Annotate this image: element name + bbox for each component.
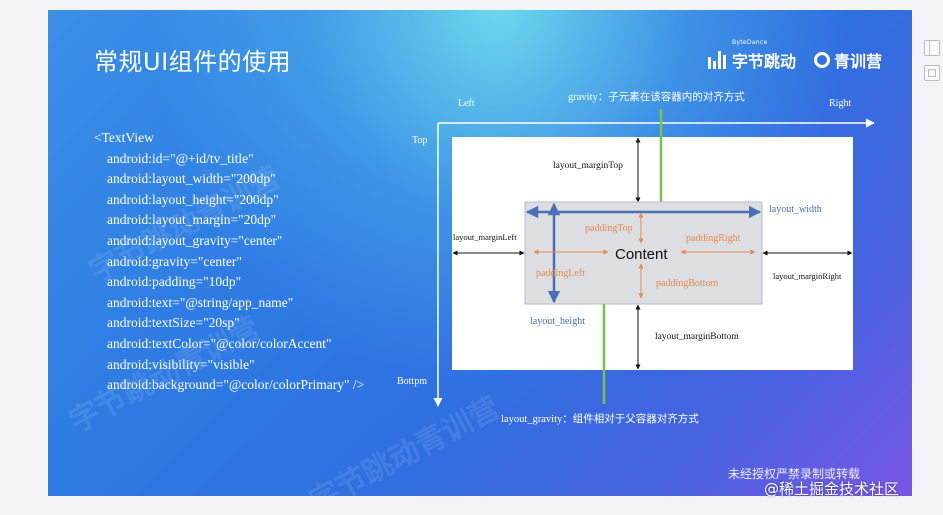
axis-bottom-label: Bottpm (397, 376, 427, 387)
bytedance-logo-icon (708, 51, 726, 69)
copyright-notice: 未经授权严禁录制或转载 (728, 467, 861, 481)
padding-bottom-label: paddingBottom (656, 278, 718, 289)
axis-right-label: Right (829, 98, 851, 109)
layout-diagram: Left Right Top Bottpm gravity：子元素在该容器内的对… (397, 90, 875, 425)
slide-title: 常规UI组件的使用 (94, 48, 292, 76)
layout-margin-left-label: layout_marginLeft (453, 232, 517, 242)
layout-gravity-title: layout_gravity：组件相对于父容器对齐方式 (501, 412, 699, 425)
code-line: android:layout_margin="20dp" (107, 212, 277, 228)
bytedance-logo: ByteDance 字节跳动 (708, 39, 797, 72)
code-line: android:layout_height="200dp" (107, 191, 279, 207)
code-line: android:padding="10dp" (107, 274, 242, 290)
code-line: android:textColor="@color/colorAccent" (107, 335, 332, 351)
layout-margin-right-label: layout_marginRight (773, 271, 842, 281)
code-line: android:layout_gravity="center" (107, 232, 283, 248)
code-line: android:textSize="20sp" (107, 315, 240, 331)
expand-icon[interactable] (924, 65, 940, 81)
layout-width-label: layout_width (769, 204, 822, 215)
axis-left-label: Left (458, 98, 475, 109)
layout-margin-bottom-label: layout_marginBottom (655, 332, 739, 342)
code-line: <TextView (94, 130, 154, 145)
code-line: android:layout_width="200dp" (107, 171, 276, 187)
youth-camp-logo-name: 青训营 (834, 52, 883, 71)
code-line: android:visibility="visible" (107, 356, 255, 372)
layout-height-label: layout_height (530, 316, 585, 327)
textview-code-block: <TextView android:id="@+id/tv_title" and… (94, 128, 364, 396)
side-toolbar (924, 40, 940, 90)
content-text: Content (615, 246, 668, 263)
gravity-title: gravity：子元素在该容器内的对齐方式 (568, 90, 745, 103)
padding-right-label: paddingRight (686, 233, 741, 244)
site-watermark: @稀土掘金技术社区 (764, 480, 900, 498)
code-line: android:id="@+id/tv_title" (107, 150, 254, 166)
code-line: android:text="@string/app_name" (107, 294, 294, 310)
layout-panel-icon[interactable] (924, 40, 940, 56)
youth-camp-logo-icon (814, 52, 830, 68)
code-line: android:background="@color/colorPrimary"… (107, 377, 365, 393)
layout-margin-top-label: layout_marginTop (553, 161, 623, 171)
youth-camp-logo: 青训营 (814, 48, 882, 72)
bytedance-logo-name: 字节跳动 (732, 52, 797, 71)
axis-top-label: Top (412, 135, 427, 146)
code-line: android:gravity="center" (107, 253, 242, 269)
bytedance-logo-sub: ByteDance (732, 39, 768, 46)
slide: 字节跳动青训营 字节跳动青训营 字节跳动青训营 常规UI组件的使用 ByteDa… (48, 10, 912, 496)
padding-top-label: paddingTop (585, 223, 633, 234)
padding-left-label: paddingLeft (536, 268, 585, 279)
